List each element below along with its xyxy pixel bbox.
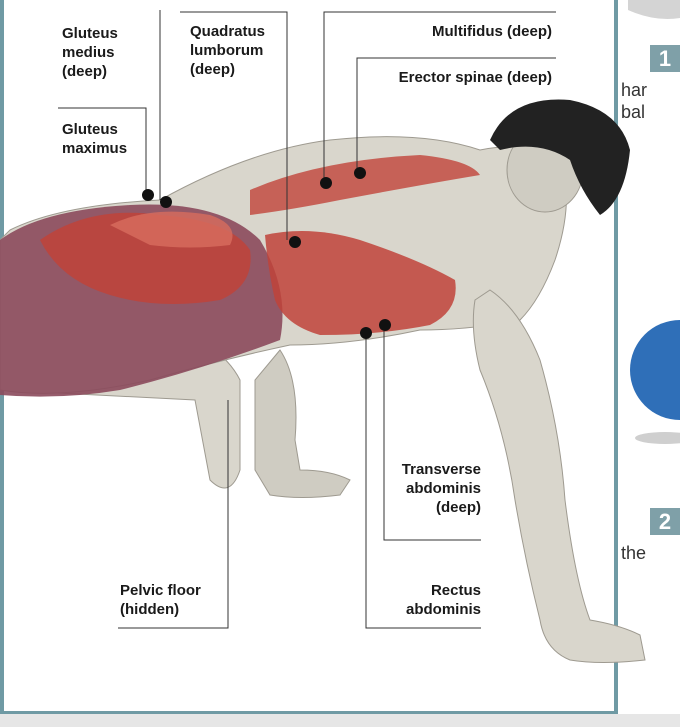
side-panel-top-shape — [628, 0, 680, 19]
label-pelvic-floor: Pelvic floor (hidden) — [120, 581, 201, 619]
arm-right — [473, 290, 645, 663]
label-erector-spinae: Erector spinae (deep) — [360, 68, 552, 87]
arm-left — [255, 350, 350, 498]
step-1-badge: 1 — [650, 45, 680, 72]
label-gluteus-maximus: Gluteus maximus — [62, 120, 127, 158]
label-quadratus-lumborum-line1: Quadratus — [190, 22, 265, 41]
step-2-badge: 2 — [650, 508, 680, 535]
step-2-text-line1: the — [621, 542, 646, 564]
dot-rectus-abdominis — [360, 327, 372, 339]
label-transverse-abdominis-line3: (deep) — [370, 498, 481, 517]
label-gluteus-maximus-line2: maximus — [62, 139, 127, 158]
dot-multifidus — [320, 177, 332, 189]
label-transverse-abdominis: Transverse abdominis (deep) — [370, 460, 481, 517]
label-gluteus-medius-line2: medius — [62, 43, 118, 62]
label-quadratus-lumborum-line3: (deep) — [190, 60, 265, 79]
label-gluteus-medius-line1: Gluteus — [62, 24, 118, 43]
exercise-ball-image — [630, 320, 680, 420]
dot-gluteus-medius — [142, 189, 154, 201]
label-gluteus-medius-line3: (deep) — [62, 62, 118, 81]
label-rectus-abdominis-line2: abdominis — [380, 600, 481, 619]
label-gluteus-medius: Gluteus medius (deep) — [62, 24, 118, 81]
ball-shadow — [635, 432, 680, 444]
dot-transverse-abdominis — [379, 319, 391, 331]
label-transverse-abdominis-line2: abdominis — [370, 479, 481, 498]
label-gluteus-maximus-line1: Gluteus — [62, 120, 127, 139]
step-1-text-line2: bal — [621, 101, 645, 123]
label-rectus-abdominis: Rectus abdominis — [380, 581, 481, 619]
label-pelvic-floor-line1: Pelvic floor — [120, 581, 201, 600]
step-1-text-line1: har — [621, 79, 647, 101]
dot-quadratus-lumborum — [289, 236, 301, 248]
label-multifidus: Multifidus (deep) — [380, 22, 552, 41]
label-quadratus-lumborum-line2: lumborum — [190, 41, 265, 60]
dot-erector-spinae — [354, 167, 366, 179]
label-quadratus-lumborum: Quadratus lumborum (deep) — [190, 22, 265, 79]
label-transverse-abdominis-line1: Transverse — [370, 460, 481, 479]
dot-gluteus-maximus — [160, 196, 172, 208]
label-pelvic-floor-line2: (hidden) — [120, 600, 201, 619]
label-rectus-abdominis-line1: Rectus — [380, 581, 481, 600]
